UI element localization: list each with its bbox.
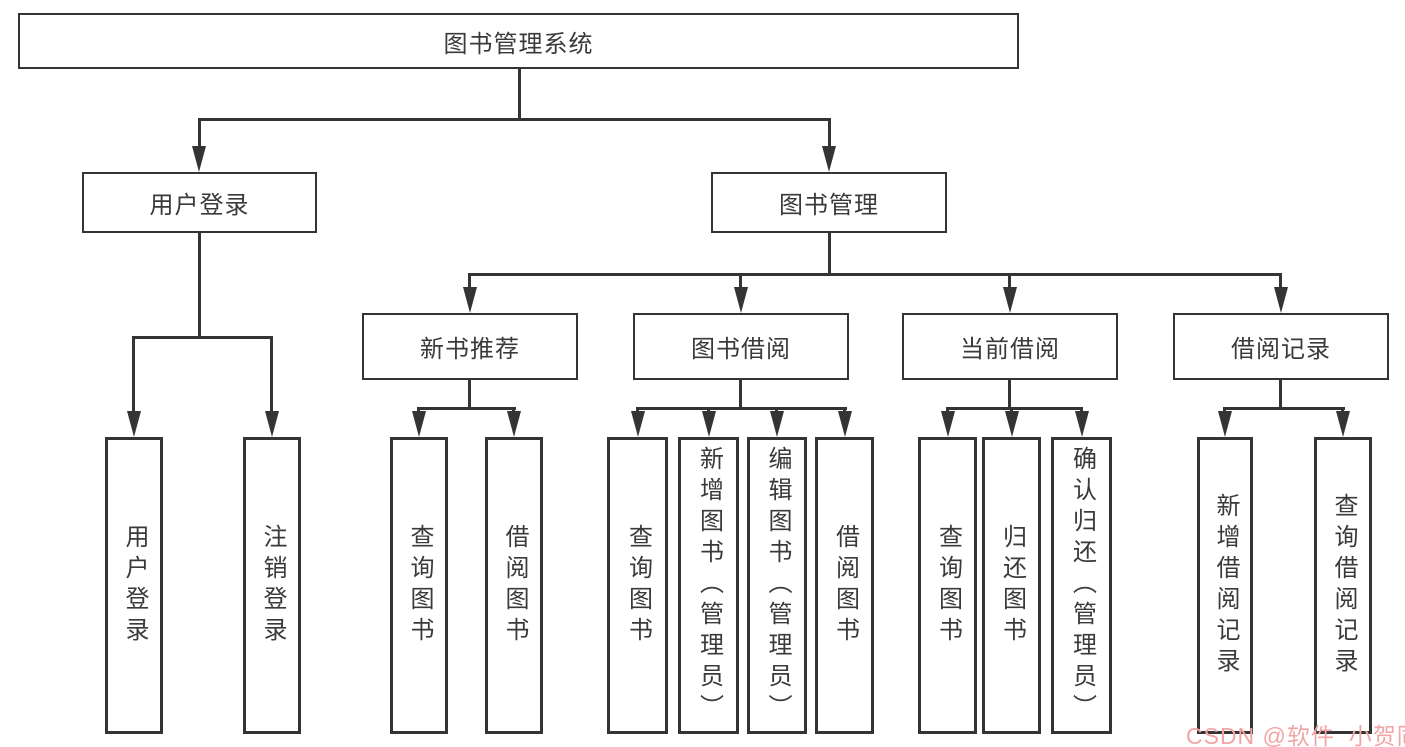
arrow-down-icon (1336, 411, 1350, 437)
arrow-down-icon (734, 287, 748, 313)
connector-line (198, 233, 201, 338)
node-book-borrow: 图书借阅 (633, 313, 849, 380)
arrow-down-icon (127, 411, 141, 437)
arrow-down-icon (770, 411, 784, 437)
node-rec-borrow-book-label: 借阅图书 (501, 523, 528, 648)
node-login-branch: 用户登录 (82, 172, 317, 233)
arrow-down-icon (265, 411, 279, 437)
connector-line (1279, 380, 1282, 410)
node-borrow-query-book: 查询图书 (607, 437, 668, 734)
node-logout: 注销登录 (243, 437, 301, 734)
node-rec-borrow-book: 借阅图书 (485, 437, 543, 734)
node-current-return-book-label: 归还图书 (998, 523, 1026, 648)
node-root: 图书管理系统 (18, 13, 1019, 69)
connector-line (1008, 380, 1011, 410)
node-book-mgmt: 图书管理 (711, 172, 947, 233)
connector-line (828, 233, 831, 276)
node-borrow-edit-book-admin-label: 编辑图书（管理员） (764, 446, 791, 725)
arrow-down-icon (1003, 287, 1017, 313)
node-logout-label: 注销登录 (259, 523, 286, 648)
connector-line (946, 407, 1083, 410)
csdn-watermark: CSDN @软件_小贺同学 (1186, 723, 1405, 747)
arrow-down-icon (1005, 411, 1019, 437)
node-borrow-record-label: 借阅记录 (1231, 336, 1331, 363)
node-book-borrow-label: 图书借阅 (691, 336, 791, 363)
connector-line (1279, 273, 1282, 293)
connector-line (132, 336, 135, 416)
node-user-login-label: 用户登录 (121, 523, 148, 648)
node-root-label: 图书管理系统 (443, 30, 594, 58)
connector-line (1223, 407, 1345, 410)
node-new-book-rec-label: 新书推荐 (420, 336, 520, 363)
node-user-login: 用户登录 (105, 437, 163, 734)
arrow-down-icon (507, 411, 521, 437)
node-rec-query-book: 查询图书 (390, 437, 448, 734)
node-current-confirm-return-admin-label: 确认归还（管理员） (1068, 446, 1096, 725)
node-record-query-label: 查询借阅记录 (1330, 492, 1357, 679)
connector-line (739, 380, 742, 410)
connector-line (417, 407, 516, 410)
arrow-down-icon (941, 411, 955, 437)
connector-line (198, 118, 201, 152)
node-rec-query-book-label: 查询图书 (406, 523, 433, 648)
node-borrow-record: 借阅记录 (1173, 313, 1389, 380)
arrow-down-icon (702, 411, 716, 437)
arrow-down-icon (1075, 411, 1089, 437)
node-current-query-book-label: 查询图书 (934, 523, 962, 648)
node-current-return-book: 归还图书 (982, 437, 1041, 734)
connector-line (270, 336, 273, 416)
node-borrow-query-book-label: 查询图书 (624, 523, 652, 648)
connector-line (1008, 273, 1011, 293)
node-borrow-borrow-book-label: 借阅图书 (831, 523, 859, 648)
arrow-down-icon (412, 411, 426, 437)
node-borrow-edit-book-admin: 编辑图书（管理员） (747, 437, 807, 734)
arrow-down-icon (838, 411, 852, 437)
arrow-down-icon (192, 146, 206, 172)
connector-line (468, 380, 471, 410)
connector-line (468, 273, 1282, 276)
connector-line (739, 273, 742, 293)
node-current-borrow: 当前借阅 (902, 313, 1118, 380)
node-record-add-label: 新增借阅记录 (1212, 492, 1239, 679)
connector-line (468, 273, 471, 293)
node-borrow-borrow-book: 借阅图书 (815, 437, 874, 734)
node-record-add: 新增借阅记录 (1197, 437, 1253, 734)
arrow-down-icon (1218, 411, 1232, 437)
node-current-borrow-label: 当前借阅 (960, 336, 1060, 363)
arrow-down-icon (822, 146, 836, 172)
node-current-query-book: 查询图书 (918, 437, 977, 734)
connector-line (518, 68, 521, 121)
arrow-down-icon (1274, 287, 1288, 313)
connector-line (132, 336, 273, 339)
node-borrow-add-book-admin-label: 新增图书（管理员） (695, 446, 723, 725)
arrow-down-icon (463, 287, 477, 313)
connector-line (828, 118, 831, 152)
node-login-branch-label: 用户登录 (149, 192, 250, 219)
connector-line (636, 407, 847, 410)
connector-line (198, 118, 831, 121)
node-new-book-rec: 新书推荐 (362, 313, 578, 380)
node-record-query: 查询借阅记录 (1314, 437, 1372, 734)
arrow-down-icon (631, 411, 645, 437)
node-current-confirm-return-admin: 确认归还（管理员） (1051, 437, 1112, 734)
node-book-mgmt-label: 图书管理 (779, 192, 879, 219)
node-borrow-add-book-admin: 新增图书（管理员） (678, 437, 739, 734)
